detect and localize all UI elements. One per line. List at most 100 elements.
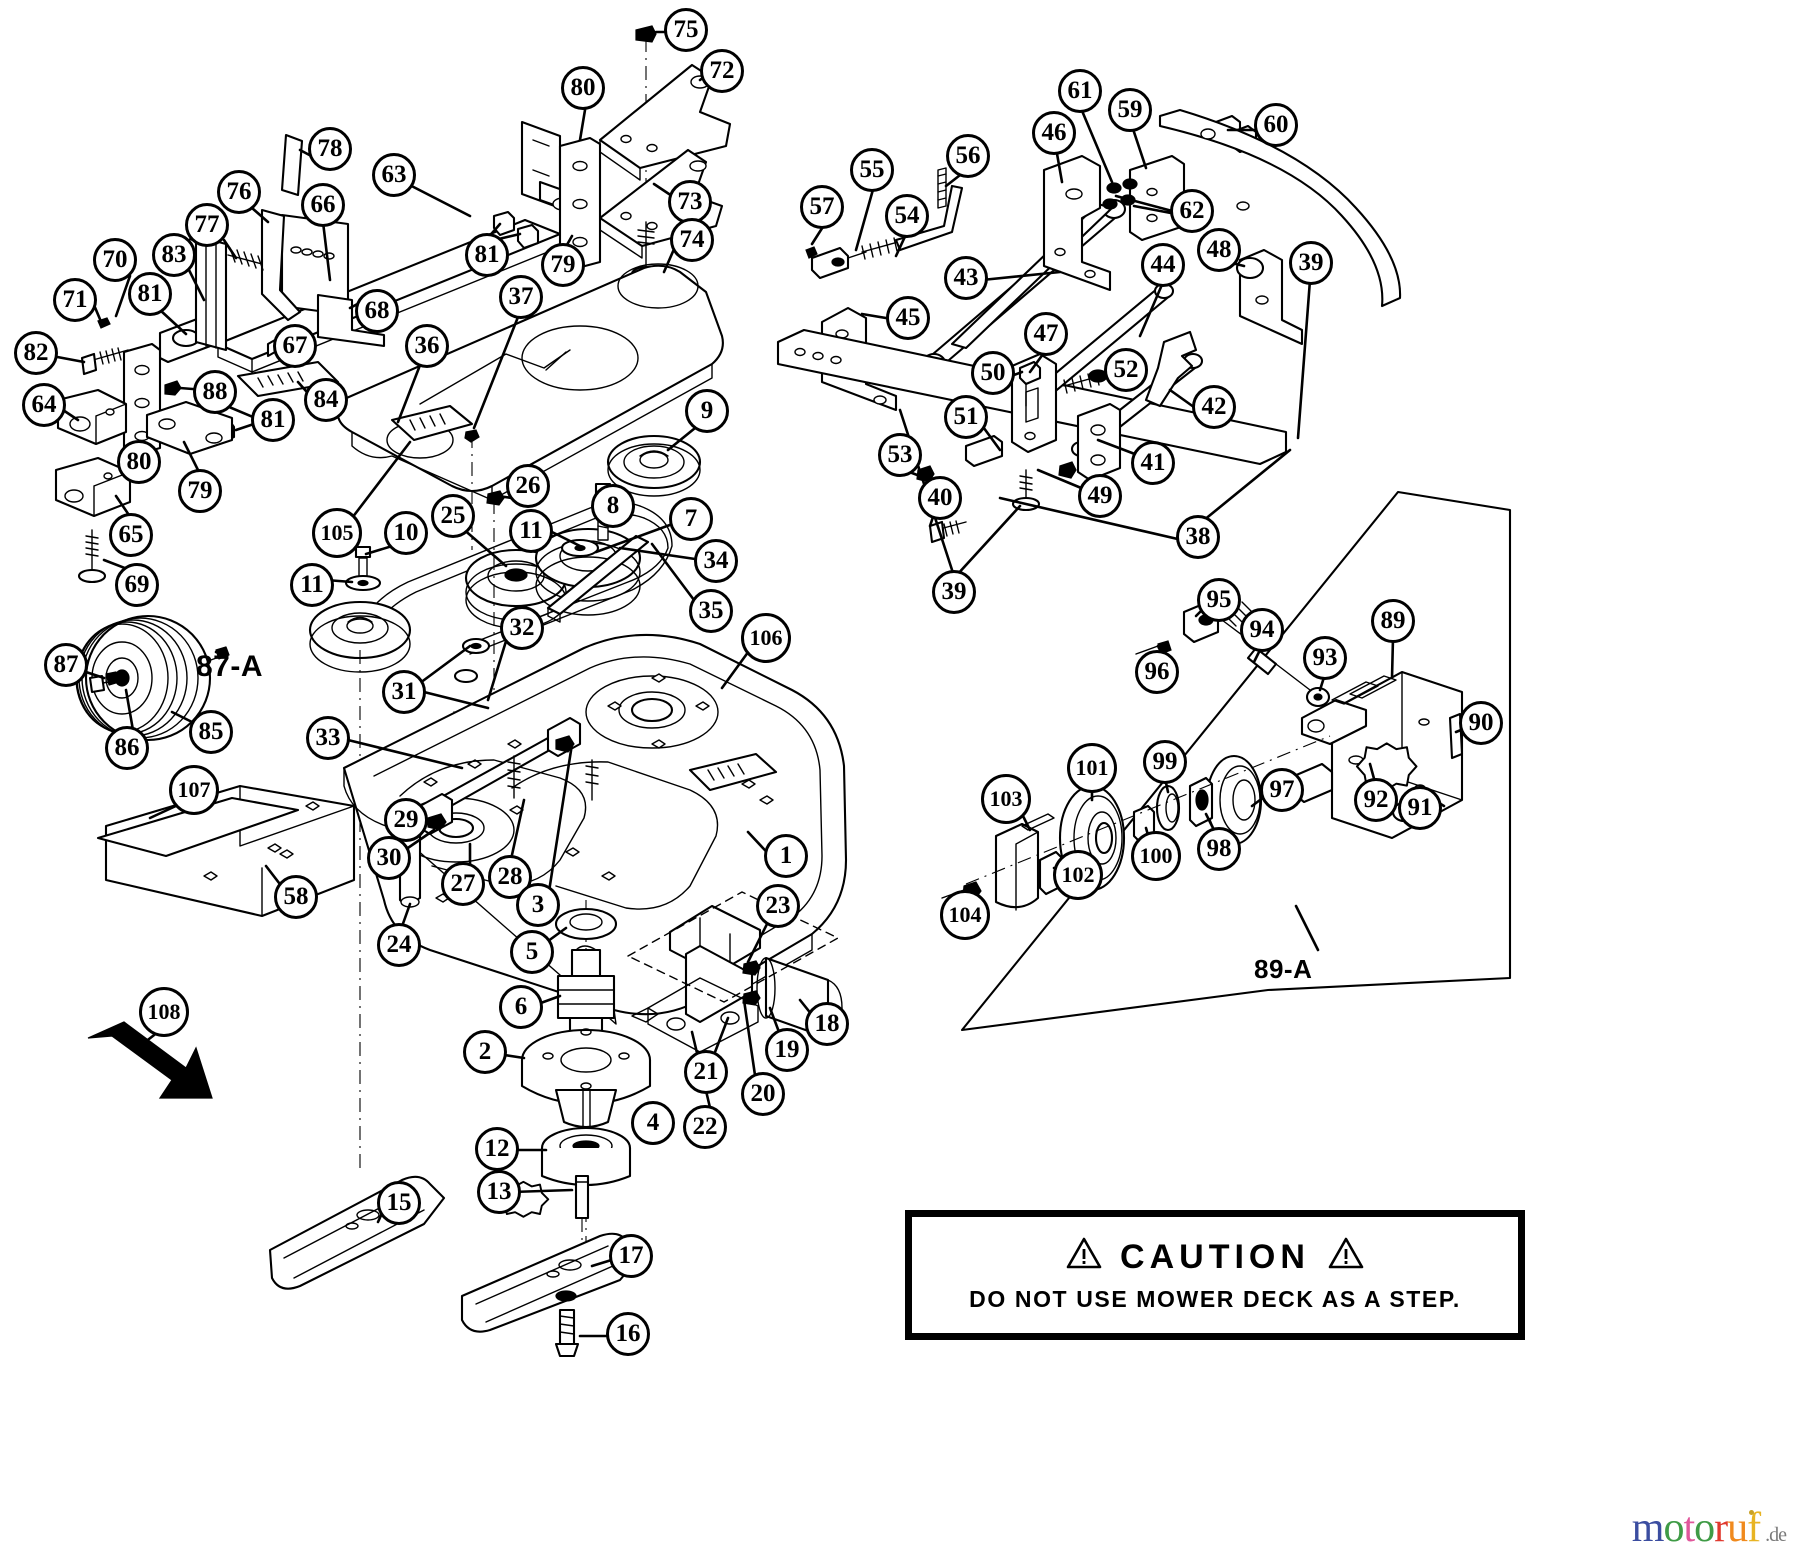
callout-33: 33 [306, 716, 350, 760]
callout-105: 105 [312, 508, 362, 558]
callout-62: 62 [1170, 189, 1214, 233]
callout-47: 47 [1024, 312, 1068, 356]
callout-100: 100 [1131, 831, 1181, 881]
callout-83: 83 [152, 233, 196, 277]
site-watermark: motoruf.de [1631, 1505, 1787, 1551]
callout-42: 42 [1192, 385, 1236, 429]
callout-80: 80 [561, 66, 605, 110]
callout-72: 72 [700, 49, 744, 93]
warning-triangle-icon-left [1066, 1237, 1102, 1278]
callout-18: 18 [805, 1002, 849, 1046]
callout-40: 40 [918, 476, 962, 520]
caution-heading-row: CAUTION [1066, 1237, 1364, 1278]
callout-35: 35 [689, 589, 733, 633]
callout-81: 81 [128, 272, 172, 316]
callout-99: 99 [1143, 740, 1187, 784]
callout-48: 48 [1197, 228, 1241, 272]
group-spindle-assembly [87, 900, 659, 1358]
callout-51: 51 [944, 395, 988, 439]
callout-24: 24 [377, 923, 421, 967]
callout-56: 56 [946, 134, 990, 178]
callout-43: 43 [944, 256, 988, 300]
callout-39: 39 [932, 570, 976, 614]
callout-6: 6 [499, 985, 543, 1029]
watermark-letter: r [1714, 1505, 1728, 1551]
callout-11: 11 [509, 509, 553, 553]
callout-28: 28 [488, 855, 532, 899]
callout-52: 52 [1104, 348, 1148, 392]
callout-87: 87 [44, 643, 88, 687]
callout-38: 38 [1176, 515, 1220, 559]
callout-34: 34 [694, 539, 738, 583]
callout-102: 102 [1053, 850, 1103, 900]
callout-88: 88 [193, 370, 237, 414]
callout-20: 20 [741, 1072, 785, 1116]
callout-106: 106 [741, 613, 791, 663]
callout-77: 77 [185, 203, 229, 247]
detail-label-87a: 87-A [196, 650, 264, 683]
callout-93: 93 [1303, 636, 1347, 680]
callout-82: 82 [14, 331, 58, 375]
callout-1: 1 [764, 834, 808, 878]
callout-59: 59 [1108, 88, 1152, 132]
callout-85: 85 [189, 710, 233, 754]
watermark-letter: o [1694, 1505, 1715, 1551]
callout-54: 54 [885, 194, 929, 238]
callout-76: 76 [217, 170, 261, 214]
watermark-letter: m [1631, 1505, 1665, 1551]
callout-75: 75 [664, 8, 708, 52]
callout-4: 4 [631, 1101, 675, 1145]
callout-49: 49 [1078, 474, 1122, 518]
callout-74: 74 [670, 218, 714, 262]
callout-94: 94 [1240, 608, 1284, 652]
callout-55: 55 [850, 148, 894, 192]
callout-22: 22 [683, 1105, 727, 1149]
watermark-letter: t [1683, 1505, 1695, 1551]
callout-15: 15 [377, 1181, 421, 1225]
callout-21: 21 [684, 1050, 728, 1094]
watermark-suffix: .de [1765, 1524, 1787, 1546]
callout-71: 71 [53, 278, 97, 322]
callout-10: 10 [384, 511, 428, 555]
group-mower-deck [342, 633, 848, 1053]
callout-66: 66 [301, 183, 345, 227]
callout-53: 53 [878, 433, 922, 477]
caution-label: CAUTION DO NOT USE MOWER DECK AS A STEP. [905, 1210, 1525, 1340]
detail-label-89a: 89-A [1254, 954, 1313, 984]
callout-25: 25 [431, 494, 475, 538]
watermark-letter: f [1747, 1505, 1761, 1551]
callout-65: 65 [109, 513, 153, 557]
callout-44: 44 [1141, 243, 1185, 287]
callout-107: 107 [169, 765, 219, 815]
callout-9: 9 [685, 389, 729, 433]
group-lift-frame [776, 108, 1402, 544]
callout-2: 2 [463, 1030, 507, 1074]
callout-81: 81 [251, 398, 295, 442]
callout-73: 73 [668, 180, 712, 224]
callout-12: 12 [475, 1127, 519, 1171]
callout-78: 78 [308, 127, 352, 171]
callout-11: 11 [290, 563, 334, 607]
callout-89: 89 [1371, 599, 1415, 643]
callout-96: 96 [1135, 650, 1179, 694]
callout-17: 17 [609, 1234, 653, 1278]
callout-80: 80 [117, 440, 161, 484]
callout-104: 104 [940, 890, 990, 940]
callout-45: 45 [886, 296, 930, 340]
callout-91: 91 [1398, 786, 1442, 830]
watermark-dot-icon [1749, 1510, 1755, 1515]
callout-90: 90 [1459, 701, 1503, 745]
callout-68: 68 [355, 289, 399, 333]
callout-97: 97 [1260, 768, 1304, 812]
callout-7: 7 [669, 497, 713, 541]
callout-8: 8 [591, 484, 635, 528]
callout-29: 29 [384, 798, 428, 842]
callout-63: 63 [372, 153, 416, 197]
callout-50: 50 [971, 351, 1015, 395]
callout-31: 31 [382, 670, 426, 714]
callout-27: 27 [441, 862, 485, 906]
callout-19: 19 [765, 1028, 809, 1072]
group-deck-cover [336, 263, 724, 550]
callout-46: 46 [1032, 111, 1076, 155]
watermark-letter: o [1663, 1505, 1684, 1551]
